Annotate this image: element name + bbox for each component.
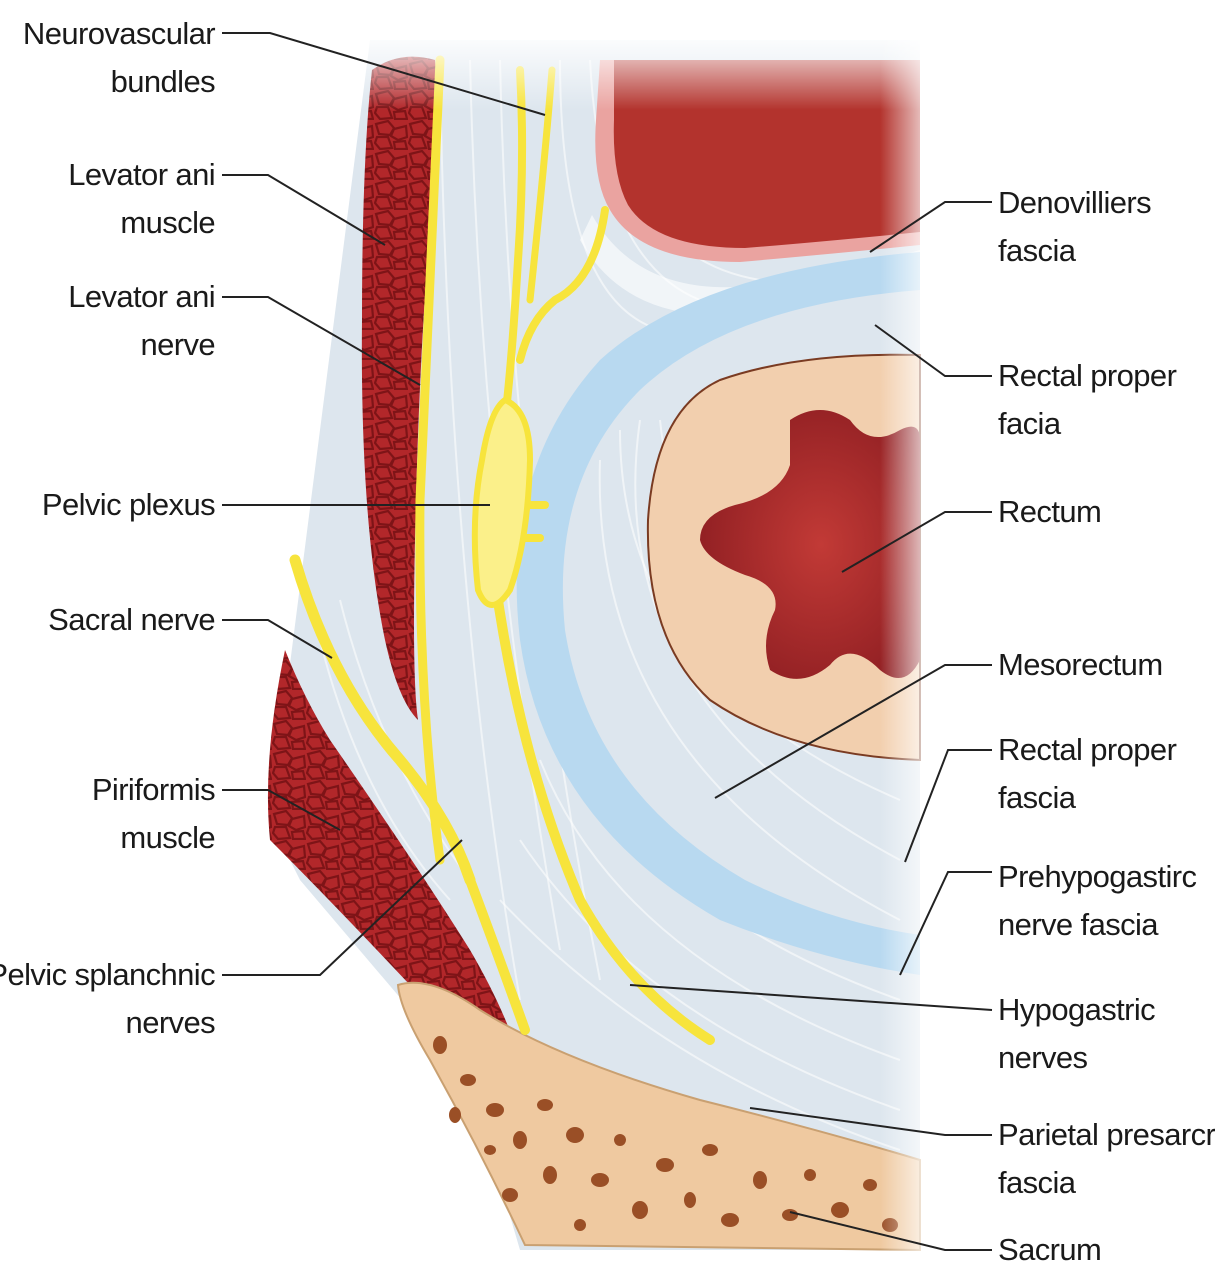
- label-rectum: Rectum: [998, 488, 1101, 536]
- label-mesorectum: Mesorectum: [998, 641, 1163, 689]
- label-sacral-nerve: Sacral nerve: [48, 596, 215, 644]
- label-pelvic-plexus: Pelvic plexus: [42, 481, 215, 529]
- label-sacrum: Sacrum: [998, 1226, 1101, 1274]
